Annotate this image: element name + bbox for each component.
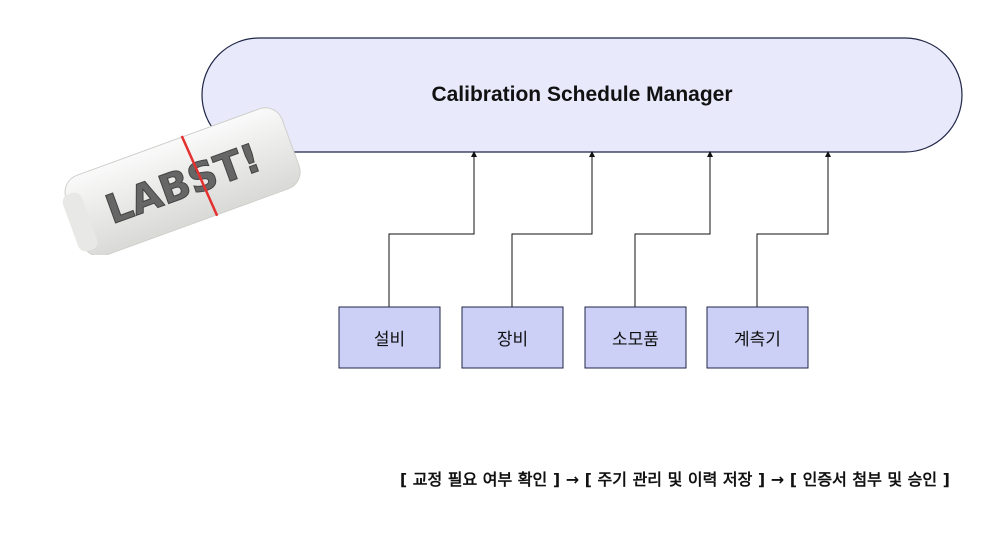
process-flow-text: [ 교정 필요 여부 확인 ] → [ 주기 관리 및 이력 저장 ] → [ … — [399, 470, 950, 489]
manager-pill — [201, 37, 963, 153]
source-box-equipment: 장비 — [496, 330, 529, 350]
manager-title: Calibration Schedule Manager — [431, 83, 733, 106]
box-bg-2 — [461, 306, 564, 369]
source-box-consumables: 소모품 — [612, 330, 659, 350]
connector-2 — [511, 151, 595, 307]
connector-1 — [388, 151, 477, 307]
labst-newspaper-logo: LABST! — [62, 107, 301, 255]
box-bg-4 — [706, 306, 809, 369]
source-box-instruments: 계측기 — [734, 330, 781, 350]
source-box-facility: 설비 — [373, 330, 406, 350]
box-bg-1 — [338, 306, 441, 369]
connector-3 — [634, 151, 713, 307]
connector-4 — [756, 151, 831, 307]
box-bg-3 — [584, 306, 687, 369]
